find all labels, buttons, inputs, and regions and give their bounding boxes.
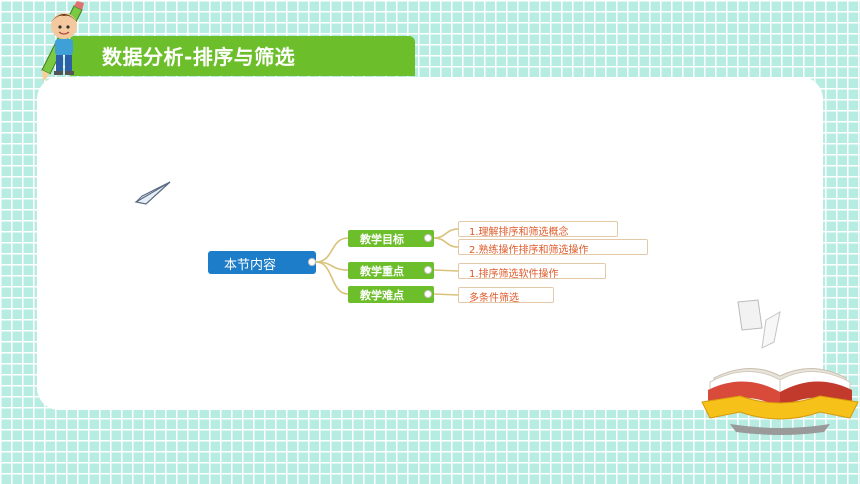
mindmap-category-goals: 教学目标 xyxy=(348,230,434,247)
kid-pencil-icon xyxy=(41,1,84,82)
mindmap-leaf: 2.熟练操作排序和筛选操作 xyxy=(458,239,648,256)
title-bar: 数据分析-排序与筛选 xyxy=(70,36,415,76)
mindmap-leaf: 多条件筛选 xyxy=(458,287,554,304)
collapse-knob-icon[interactable] xyxy=(424,234,432,242)
collapse-knob-icon[interactable] xyxy=(424,266,432,274)
open-book-icon xyxy=(701,299,859,435)
mindmap-leaf: 1.理解排序和筛选概念 xyxy=(458,221,618,238)
mindmap-root-node: 本节内容 xyxy=(208,251,316,274)
collapse-knob-icon[interactable] xyxy=(424,290,432,298)
mindmap-leaf: 1.排序筛选软件操作 xyxy=(458,263,606,280)
mindmap-category-difficulties: 教学难点 xyxy=(348,286,434,303)
paper-plane-icon xyxy=(134,181,171,205)
collapse-knob-icon[interactable] xyxy=(308,258,316,266)
slide-title: 数据分析-排序与筛选 xyxy=(102,45,296,69)
mindmap-category-key-points: 教学重点 xyxy=(348,262,434,279)
